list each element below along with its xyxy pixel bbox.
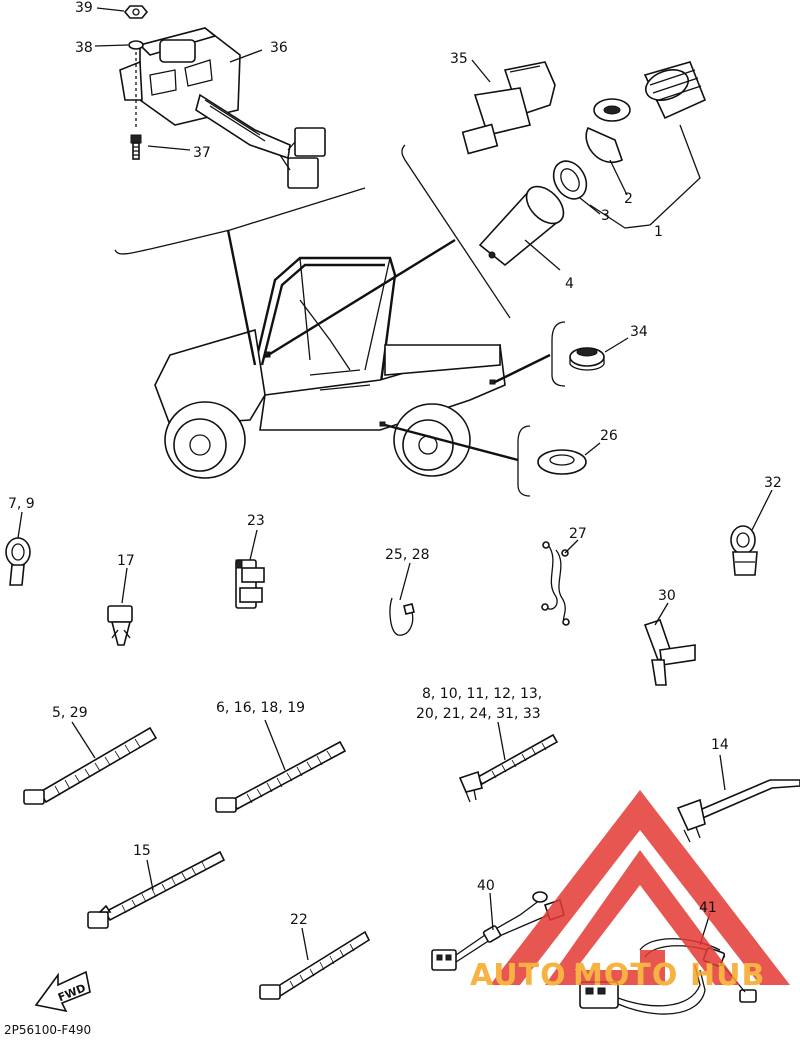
watermark-text-moto: MOTO: [573, 958, 678, 993]
label-26: 26: [600, 428, 618, 444]
label-36: 36: [270, 40, 288, 56]
part-22-cable-tie: [259, 930, 371, 1000]
label-39: 39: [75, 0, 93, 16]
label-3: 3: [601, 208, 610, 224]
label-6-16-18-19: 6, 16, 18, 19: [216, 700, 305, 716]
fwd-arrow-icon: FWD: [34, 970, 91, 1013]
part-37-bolt: [130, 134, 142, 160]
part-26-grommet: [537, 449, 587, 475]
part-39-nut: [123, 5, 149, 19]
label-14: 14: [711, 737, 729, 753]
label-2: 2: [624, 191, 633, 207]
part-5-29-cable-tie: [23, 726, 158, 805]
part-2-cap: [585, 98, 631, 163]
label-41: 41: [699, 900, 717, 916]
part-3-nut-ring: [552, 160, 588, 200]
part-32-clamp: [730, 525, 758, 576]
part-38-washer: [128, 40, 144, 128]
part-23-connector-holder: [235, 559, 265, 609]
watermark-text-auto: AUTO: [470, 958, 567, 993]
label-8-10-line1: 8, 10, 11, 12, 13,: [422, 686, 542, 702]
part-17-clip: [107, 605, 133, 646]
label-22: 22: [290, 912, 308, 928]
label-5-29: 5, 29: [52, 705, 88, 721]
watermark-text-hub: HUB: [690, 958, 765, 993]
part-1-socket: [643, 61, 707, 120]
automotohub-watermark-logo: AUTO MOTO HUB: [470, 790, 790, 993]
label-1: 1: [654, 224, 663, 240]
part-25-28-clip: [389, 597, 415, 636]
part-35-sensor: [461, 61, 556, 155]
label-32: 32: [764, 475, 782, 491]
part-8-10-cable-tie-clip: [458, 733, 559, 803]
label-35: 35: [450, 51, 468, 67]
label-25-28: 25, 28: [385, 547, 430, 563]
label-37: 37: [193, 145, 211, 161]
part-27-wire-band: [541, 541, 570, 626]
label-7-9: 7, 9: [8, 496, 35, 512]
label-30: 30: [658, 588, 676, 604]
part-30-bracket-clip: [643, 618, 696, 686]
label-15: 15: [133, 843, 151, 859]
label-17: 17: [117, 553, 135, 569]
part-36-switch-assembly: [119, 27, 326, 189]
part-15-cable-tie: [87, 850, 226, 929]
vehicle-illustration: [154, 256, 506, 479]
diagram-code: 2P56100-F490: [4, 1023, 91, 1037]
part-4-sleeve: [478, 185, 565, 267]
label-34: 34: [630, 324, 648, 340]
part-34-grommet: [569, 347, 605, 371]
label-40: 40: [477, 878, 495, 894]
part-7-9-clamp: [5, 537, 31, 586]
part-6-16-18-19-cable-tie: [215, 740, 347, 813]
label-4: 4: [565, 276, 574, 292]
part-14-cable-tie-holder: [676, 779, 800, 843]
label-8-10-line2: 20, 21, 24, 31, 33: [416, 706, 541, 722]
label-23: 23: [247, 513, 265, 529]
label-38: 38: [75, 40, 93, 56]
label-27: 27: [569, 526, 587, 542]
